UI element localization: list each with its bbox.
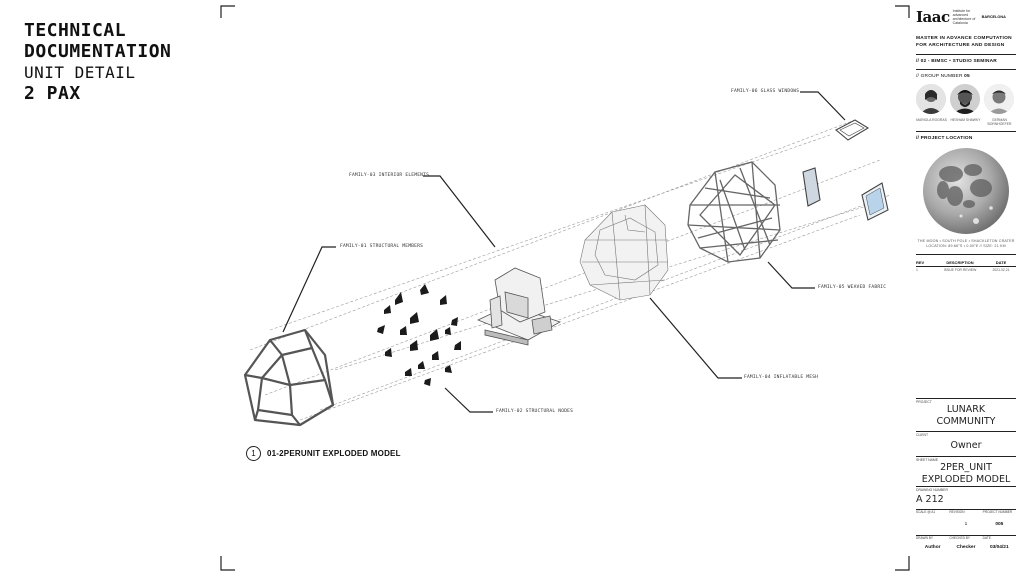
date-header: DATE: [986, 259, 1016, 267]
divider: [916, 69, 1016, 70]
callout-interior-elements: FAMILY-03 INTERIOR ELEMENTS: [349, 173, 430, 178]
heading-line-1: TECHNICAL: [24, 20, 127, 41]
team-member: HESHAM SHAWKY: [950, 84, 981, 126]
callout-structural-members: FAMILY-01 STRUCTURAL MEMBERS: [340, 244, 424, 249]
view-caption: 1 01-2PERUNIT EXPLODED MODEL: [246, 446, 401, 461]
interior-elements-model: [476, 267, 561, 346]
institution-logo: Iaac Institute for advanced architecture…: [916, 6, 1016, 28]
view-title: 01-2PERUNIT EXPLODED MODEL: [267, 449, 401, 458]
drawn-by-label: DRAWN BY: [916, 536, 934, 540]
logo-mark: Iaac: [916, 8, 950, 26]
checked-by-cell: CHECKED BY Checker: [949, 536, 982, 558]
divider: [916, 54, 1016, 55]
group-heading: // GROUP NUMBER 05: [916, 74, 1016, 79]
glass-windows-model: [802, 119, 889, 221]
member-name: MARIOLA ROGRAS: [916, 118, 947, 122]
date-cell: 2021.02.21: [992, 268, 1010, 272]
description-header: DESCRIPTION: [934, 259, 986, 267]
checked-by-value: Checker: [956, 545, 976, 550]
description-cell: ISSUE FOR REVIEW: [943, 268, 977, 272]
program-line-1: MASTER IN ADVANCE COMPUTATION: [916, 36, 1012, 41]
project-number-label: PROJECT NUMBER: [982, 510, 1013, 514]
team-member: GERMAN BORNHOEFER: [984, 84, 1015, 126]
scale-cell: SCALE @ A1: [916, 510, 949, 534]
checked-by-label: CHECKED BY: [949, 536, 971, 540]
group-number: 05: [964, 74, 970, 79]
heading-line-4: 2 PAX: [24, 83, 81, 104]
scale-revision-row: SCALE @ A1 REVISION 1 PROJECT NUMBER 005: [916, 509, 1016, 534]
drawing-number-field: DRAWING NUMBER A 212: [916, 486, 1016, 506]
client-value: Owner: [950, 440, 982, 451]
date-label: DATE: [982, 536, 991, 540]
revision-value: 1: [964, 522, 968, 527]
scale-label: SCALE @ A1: [916, 510, 936, 514]
logo-city: BARCELONA: [981, 15, 1006, 19]
location-line-2: LOCATION: 89.66°S • 0.00°E // SIZE: 21 K…: [926, 244, 1006, 248]
avatar: [916, 84, 946, 114]
view-number-badge: 1: [246, 446, 261, 461]
course-label: // 02 - BIMSC • STUDIO SEMINAR: [916, 59, 997, 64]
revision-table: REV DESCRIPTION DATE 1 ISSUE FOR REVIEW …: [916, 259, 1016, 273]
avatar: [984, 84, 1014, 114]
location-line-1: THE MOON • SOUTH POLE • SHACKLETON CRATE…: [917, 239, 1015, 243]
table-row: 1 ISSUE FOR REVIEW 2021.02.21: [916, 267, 1016, 274]
callout-inflatable-mesh: FAMILY-04 INFLATABLE MESH: [744, 375, 819, 380]
team-members: MARIOLA ROGRAS HESHAM SHAWKY GERMAN BORN…: [916, 84, 1016, 126]
drawing-number-value: A 212: [916, 494, 944, 505]
sheet-name-field: SHEET NAME 2PER_UNIT EXPLODED MODEL: [916, 456, 1016, 486]
project-field: PROJECT LUNARK COMMUNITY: [916, 398, 1016, 428]
project-value: LUNARK COMMUNITY: [936, 404, 996, 427]
divider: [916, 131, 1016, 132]
project-number-cell: PROJECT NUMBER 005: [983, 510, 1016, 534]
project-info: PROJECT LUNARK COMMUNITY CLIENT Owner SH…: [916, 398, 1016, 558]
date-value: 03/04/21: [989, 545, 1009, 550]
date-cell: DATE 03/04/21: [983, 536, 1016, 558]
weaved-fabric-model: [687, 161, 781, 263]
avatar: [950, 84, 980, 114]
callout-leaders: [282, 91, 846, 413]
drawn-by-value: Author: [924, 545, 941, 550]
sheet-name-label: SHEET NAME: [916, 458, 938, 462]
group-label: // GROUP NUMBER: [916, 74, 963, 79]
project-label: PROJECT: [916, 400, 932, 404]
team-member: MARIOLA ROGRAS: [916, 84, 947, 126]
member-name: GERMAN BORNHOEFER: [987, 118, 1012, 126]
member-name: HESHAM SHAWKY: [950, 118, 981, 122]
drawn-by-cell: DRAWN BY Author: [916, 536, 949, 558]
program-line-2: FOR ARCHITECTURE AND DESIGN: [916, 43, 1005, 48]
heading-line-2: DOCUMENTATION: [24, 41, 172, 62]
revision-label: REVISION: [949, 510, 965, 514]
rev-cell: 1: [916, 268, 918, 272]
revision-table-header: REV DESCRIPTION DATE: [916, 259, 1016, 267]
location-label: // PROJECT LOCATION: [916, 136, 973, 141]
structural-nodes-model: [377, 284, 461, 386]
rev-header: REV: [916, 259, 934, 267]
callout-weaved-fabric: FAMILY-05 WEAVED FABRIC: [818, 285, 887, 290]
moon-image: [916, 146, 1016, 236]
client-label: CLIENT: [916, 433, 929, 437]
sheet-frame: [220, 5, 910, 571]
divider: [916, 254, 1016, 255]
program-title: MASTER IN ADVANCE COMPUTATION FOR ARCHIT…: [916, 35, 1016, 49]
project-number-value: 005: [995, 522, 1004, 527]
title-block-panel: Iaac Institute for advanced architecture…: [916, 6, 1016, 570]
inflatable-mesh-model: [579, 204, 669, 301]
callout-structural-nodes: FAMILY-02 STRUCTURAL NODES: [496, 409, 574, 414]
heading-line-3: UNIT DETAIL: [24, 63, 136, 82]
moon-icon: [923, 148, 1009, 234]
logo-subtitle: Institute for advanced architecture of C…: [952, 9, 976, 25]
structural-members-model: [243, 328, 335, 427]
title-block: TECHNICAL DOCUMENTATION UNIT DETAIL 2 PA…: [24, 20, 171, 104]
sheet-name-value: 2PER_UNIT EXPLODED MODEL: [921, 462, 1011, 485]
callout-glass-windows: FAMILY-06 GLASS WINDOWS: [731, 89, 800, 94]
signoff-row: DRAWN BY Author CHECKED BY Checker DATE …: [916, 535, 1016, 558]
revision-cell: REVISION 1: [949, 510, 982, 534]
drawing-number-label: DRAWING NUMBER: [916, 488, 948, 492]
client-field: CLIENT Owner: [916, 431, 1016, 452]
